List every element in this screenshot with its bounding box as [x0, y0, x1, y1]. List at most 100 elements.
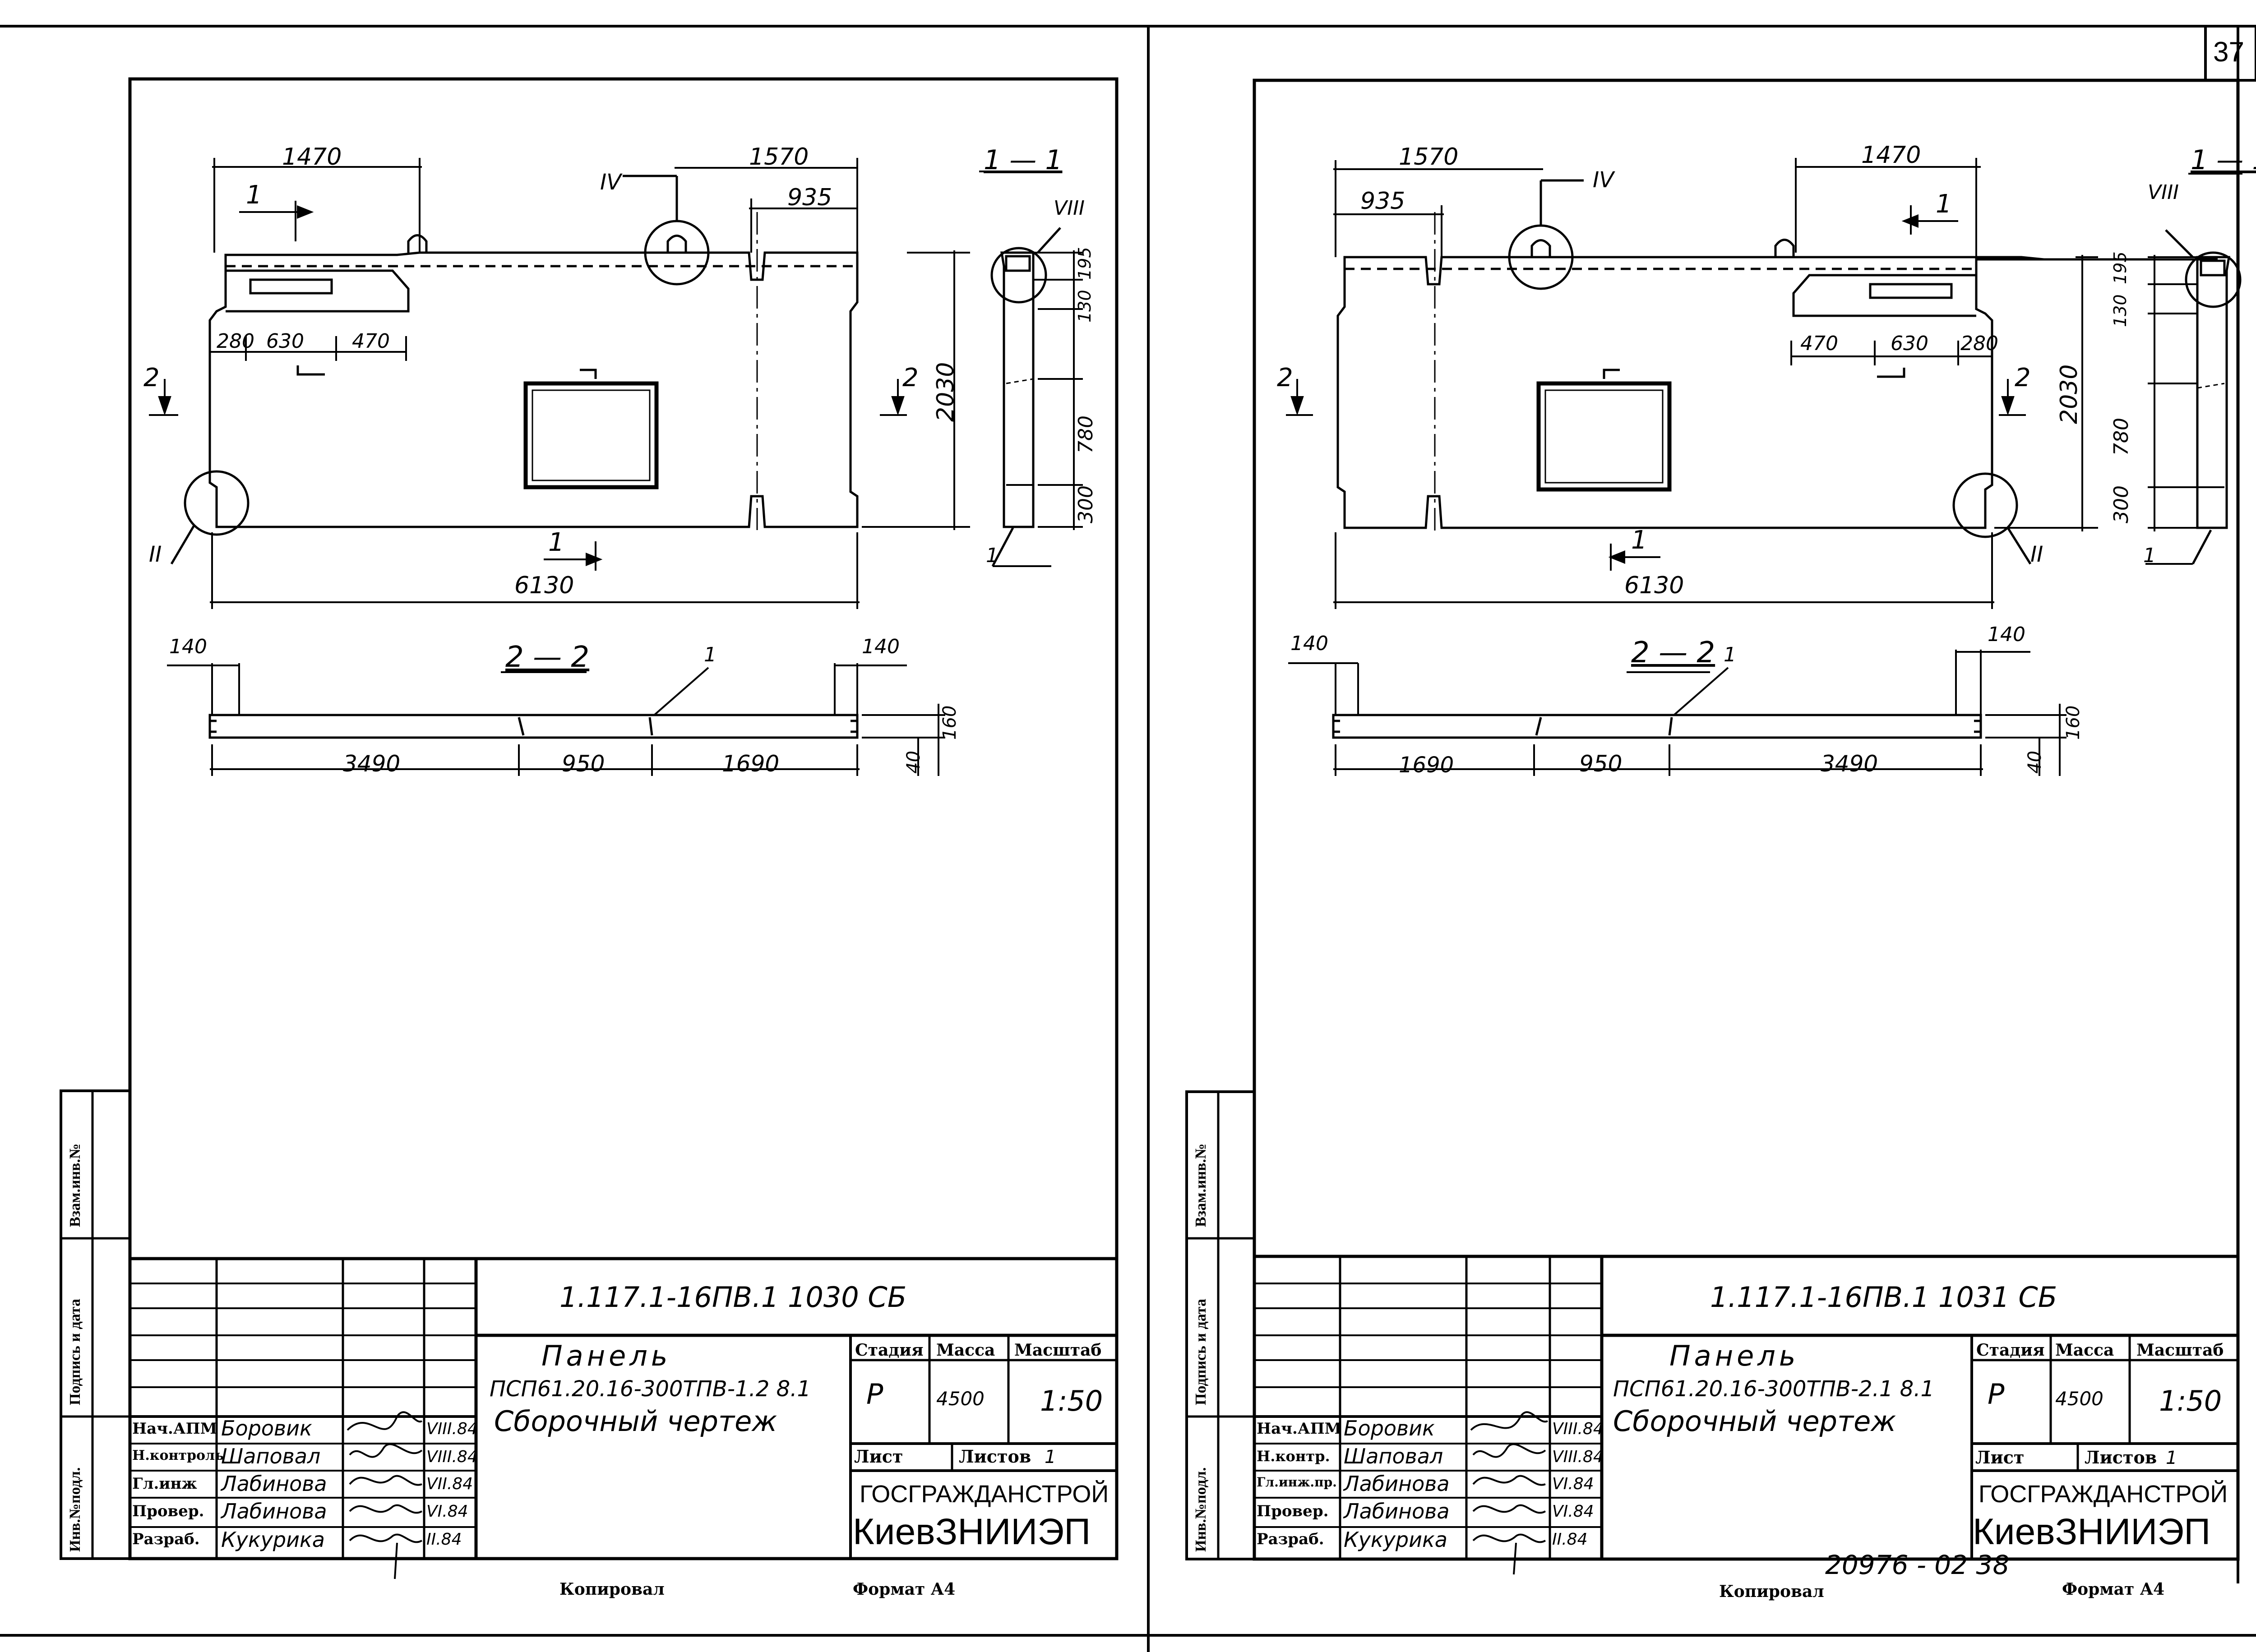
dim-195-right: 195 [2110, 251, 2130, 284]
dim-length-6130-right: 6130 [1624, 572, 1684, 599]
role-head-right: Нач.АПМ [1257, 1420, 1342, 1438]
name-norm-control-right: Шаповал [1344, 1444, 1443, 1468]
callout-position-1: 1 [986, 544, 999, 567]
callout-iv: IV [600, 170, 621, 195]
drawing-designation-right: 1.117.1-16ПВ.1 1031 СБ [1710, 1281, 2057, 1314]
date-norm-control: VIII.84 [426, 1448, 478, 1466]
drawing-designation: 1.117.1-16ПВ.1 1030 СБ [559, 1281, 907, 1314]
cut-2-left-label: 2 [143, 363, 160, 392]
page-number: 37 [2213, 37, 2244, 68]
sheets-count-value-right: 1 [2166, 1448, 2177, 1468]
dim-3490: 3490 [343, 751, 401, 777]
dim-630-right: 630 [1891, 332, 1928, 355]
date-chief-engineer: VII.84 [426, 1475, 473, 1493]
drawing-type: Сборочный чертеж [494, 1405, 777, 1438]
dim-140-right: 140 [862, 635, 900, 658]
dim-950-right: 950 [1579, 751, 1623, 777]
organization-name-1-right: ГОСГРАЖДАНСТРОЙ [1979, 1481, 2228, 1508]
dim-780-right: 780 [2110, 418, 2133, 456]
dim-1690: 1690 [722, 751, 780, 777]
date-head-right: VIII.84 [1552, 1420, 1604, 1438]
callout-viii-right: VIII [2148, 181, 2179, 204]
col-stage: Стадия [855, 1341, 924, 1360]
role-chief-engineer: Гл.инж [132, 1475, 197, 1493]
dim-300-right: 300 [2110, 485, 2133, 523]
callout-position-1-right: 1 [2143, 544, 2156, 567]
stage-value-right: Р [1988, 1378, 2005, 1411]
dim-1690-right: 1690 [1399, 752, 1454, 778]
dim-top-935-right: 935 [1360, 188, 1405, 215]
name-developed: Кукурика [221, 1527, 325, 1552]
name-checked: Лабинова [221, 1499, 327, 1523]
role-head: Нач.АПМ [132, 1420, 217, 1438]
sheets-count-label: Листов [959, 1446, 1031, 1467]
role-chief-engineer-right: Гл.инж.пр. [1257, 1475, 1337, 1490]
role-norm-control: Н.контроль [132, 1448, 224, 1463]
callout-position-1-section-right: 1 [1724, 643, 1736, 666]
cut-1-top-label-right: 1 [1936, 189, 1952, 219]
sheet-label-right: Лист [1975, 1447, 2025, 1467]
dim-470: 470 [352, 330, 390, 353]
footer-format: Формат А4 [853, 1580, 956, 1599]
section-1-1-label-right: 1 — 1 [2191, 144, 2256, 176]
sheet-label: Лист [854, 1446, 903, 1467]
footer-copied-by-right: Копировал [1719, 1582, 1824, 1601]
scale-value-right: 1:50 [2159, 1384, 2222, 1417]
dim-300: 300 [1074, 485, 1097, 523]
section-2-2-label-right: 2 — 2 [1631, 636, 1715, 669]
dim-140-left-right: 140 [1290, 632, 1328, 655]
inventory-stamp: 20976 - 02 38 [1825, 1550, 2010, 1580]
dim-height-2030: 2030 [932, 362, 959, 422]
section-2-2-label: 2 — 2 [505, 641, 590, 674]
callout-iv-right: IV [1593, 167, 1614, 193]
name-head-right: Боровик [1344, 1416, 1435, 1440]
name-chief-engineer-right: Лабинова [1344, 1472, 1450, 1496]
cut-2-right-label-right: 2 [2015, 363, 2031, 392]
name-chief-engineer: Лабинова [221, 1472, 327, 1496]
signatures-right [1470, 1411, 1548, 1575]
name-checked-right: Лабинова [1344, 1499, 1450, 1523]
right-sheet-drawing [1185, 78, 2242, 1575]
col-scale: Масштаб [1014, 1341, 1102, 1360]
dim-280-right: 280 [1960, 332, 1998, 355]
name-developed-right: Кукурика [1344, 1527, 1447, 1552]
dim-height-2030-right: 2030 [2056, 364, 2083, 424]
dim-950: 950 [562, 751, 605, 777]
col-scale-right: Масштаб [2136, 1341, 2224, 1360]
organization-name-1: ГОСГРАЖДАНСТРОЙ [860, 1481, 1109, 1508]
date-chief-engineer-right: VI.84 [1552, 1475, 1594, 1493]
product-name-right: Панель [1669, 1339, 1799, 1372]
footer-copied-by: Копировал [559, 1580, 665, 1599]
side-label-original-inv: Инв.№подл. [67, 1467, 83, 1552]
name-head: Боровик [221, 1416, 312, 1440]
dim-3490-right: 3490 [1821, 751, 1878, 777]
dim-160: 160 [939, 705, 960, 740]
scale-value: 1:50 [1040, 1384, 1103, 1417]
cut-2-right-label: 2 [902, 363, 919, 392]
mass-value: 4500 [936, 1388, 985, 1410]
dim-140-left: 140 [169, 635, 207, 658]
dim-top-left: 1470 [282, 143, 342, 171]
date-checked: VI.84 [426, 1502, 468, 1521]
callout-position-1-section: 1 [704, 643, 717, 666]
role-norm-control-right: Н.контр. [1257, 1448, 1330, 1465]
side-label-replacement-inv-right: Взам.инв.№ [1193, 1143, 1209, 1227]
side-label-signature-date: Подпись и дата [67, 1299, 83, 1405]
dim-top-935: 935 [787, 184, 832, 211]
drawing-type-right: Сборочный чертеж [1613, 1405, 1896, 1438]
stage-value: Р [866, 1378, 883, 1411]
dim-630: 630 [266, 330, 304, 353]
product-mark: ПСП61.20.16-300ТПВ-1.2 8.1 [490, 1376, 811, 1402]
cut-1-top-label: 1 [246, 180, 262, 210]
name-norm-control: Шаповал [221, 1444, 321, 1468]
left-sheet-drawing [60, 77, 1119, 1579]
col-mass: Масса [936, 1341, 995, 1360]
callout-ii-right: II [2030, 542, 2043, 567]
sheet-right: 1 — 1 2 — 2 IV II VIII 1 1 1 1 2 2 1570 … [1128, 0, 2256, 1652]
date-checked-right: VI.84 [1552, 1502, 1594, 1521]
organization-name-2-right: КиевЗНИИЭП [1973, 1511, 2211, 1552]
dim-top-left-right: 1570 [1399, 143, 1459, 171]
sheets-count-value: 1 [1045, 1447, 1056, 1467]
dim-40-right: 40 [2025, 751, 2045, 774]
sheets-count-label-right: Листов [2085, 1447, 2157, 1467]
